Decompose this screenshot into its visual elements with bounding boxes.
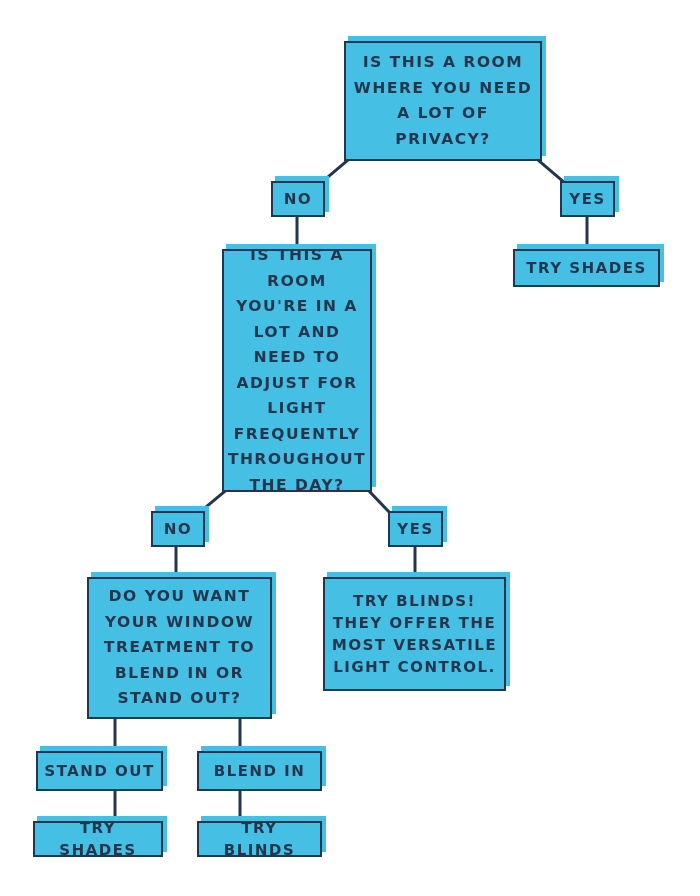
question-blend-or-stand: DO YOU WANT YOUR WINDOW TREATMENT TO BLE… [87, 577, 272, 719]
option-stand-out: STAND OUT [36, 751, 163, 791]
answer-no-privacy: NO [271, 181, 325, 217]
outcome-try-blinds-blendin-text: TRY BLINDS [223, 819, 296, 859]
connector-q2-no [197, 489, 227, 515]
outcome-try-blinds-blendin: TRY BLINDS [197, 819, 322, 859]
question-privacy: IS THIS A ROOM WHERE YOU NEED A LOT OF P… [344, 41, 542, 161]
connector-q1-yes [535, 157, 568, 186]
option-blend-in-label: BLEND IN [213, 762, 306, 780]
answer-no-light-label: NO [163, 520, 193, 538]
connector-q2-yes [367, 489, 394, 517]
question-privacy-text: IS THIS A ROOM WHERE YOU NEED A LOT OF P… [353, 53, 533, 148]
outcome-try-shades-privacy: TRY SHADES [513, 249, 660, 287]
answer-yes-light: YES [388, 511, 443, 547]
answer-yes-privacy: YES [560, 181, 615, 217]
option-stand-out-label: STAND OUT [44, 762, 155, 780]
question-light-adjust-text: IS THIS A ROOM YOU'RE IN A LOT AND NEED … [227, 246, 367, 494]
question-light-adjust: IS THIS A ROOM YOU'RE IN A LOT AND NEED … [222, 246, 372, 494]
option-blend-in: BLEND IN [197, 751, 322, 791]
outcome-try-shades-standout-text: TRY SHADES [59, 819, 137, 859]
answer-yes-light-label: YES [397, 520, 434, 538]
connector-q1-no [319, 157, 351, 185]
outcome-try-shades-privacy-text: TRY SHADES [526, 259, 647, 277]
answer-no-privacy-label: NO [283, 190, 313, 208]
outcome-try-blinds-versatile-text: TRY BLINDS! THEY OFFER THE MOST VERSATIL… [331, 592, 498, 676]
outcome-try-blinds-versatile: TRY BLINDS! THEY OFFER THE MOST VERSATIL… [323, 577, 506, 691]
outcome-try-shades-standout: TRY SHADES [33, 819, 163, 859]
answer-no-light: NO [151, 511, 205, 547]
question-blend-or-stand-text: DO YOU WANT YOUR WINDOW TREATMENT TO BLE… [103, 587, 256, 708]
answer-yes-privacy-label: YES [569, 190, 606, 208]
